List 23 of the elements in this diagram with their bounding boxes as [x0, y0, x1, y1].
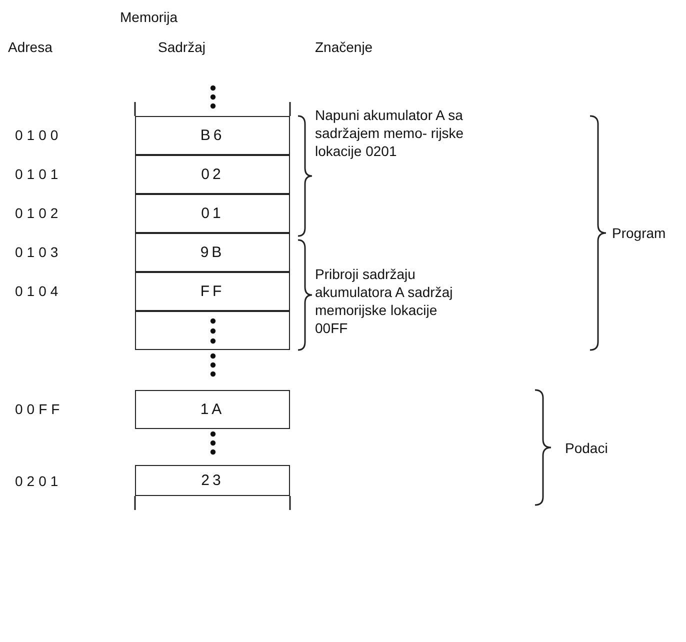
column-heading: Sadržaj [158, 38, 206, 56]
memory-cell: B6 [135, 116, 290, 155]
address-label: 0103 [15, 243, 62, 261]
memory-cell: 1A [135, 390, 290, 429]
column-heading: Memorija [120, 8, 178, 26]
memory-cell [135, 311, 290, 350]
memory-cell: 02 [135, 155, 290, 194]
group-label: Program [612, 224, 666, 242]
memory-cell: 9B [135, 233, 290, 272]
address-label: 0102 [15, 204, 62, 222]
column-heading: Adresa [8, 38, 52, 56]
address-label: 0201 [15, 472, 62, 490]
group-label: Podaci [565, 439, 608, 457]
address-label: 0104 [15, 282, 62, 300]
meaning-text: Napuni akumulator A sa sadržajem memo- rijske lokacije 0201 [315, 106, 465, 160]
meaning-text: Pribroji sadržaju akumulatora A sadržaj memorijske lokacije 00FF [315, 265, 454, 337]
memory-cell: FF [135, 272, 290, 311]
column-heading: Značenje [315, 38, 373, 56]
address-label: 0101 [15, 165, 62, 183]
address-label: 0100 [15, 126, 62, 144]
memory-cell: 23 [135, 465, 290, 496]
memory-cell: 01 [135, 194, 290, 233]
address-label: 00FF [15, 400, 64, 418]
